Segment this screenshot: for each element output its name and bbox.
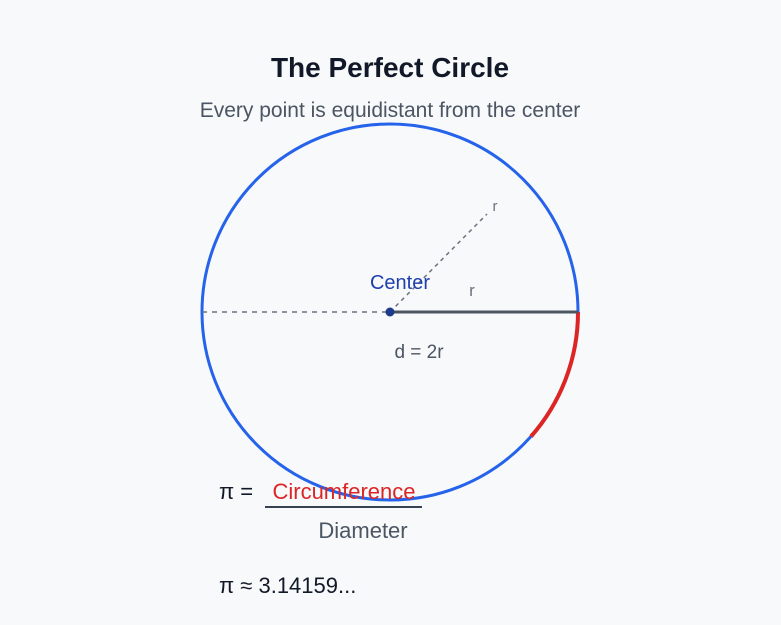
formula-denominator: Diameter (318, 518, 407, 543)
diagonal-radius-label: r (493, 198, 498, 215)
pi-approximation: π ≈ 3.14159... (219, 573, 356, 598)
center-point (385, 307, 395, 317)
formula-numerator: Circumference (272, 479, 415, 504)
pi-equals-label: π = (219, 479, 253, 504)
diameter-label: d = 2r (394, 342, 444, 363)
page-title: The Perfect Circle (271, 52, 509, 83)
diagonal-radius-line (389, 213, 488, 313)
center-label: Center (370, 272, 430, 294)
circumference-arc (529, 311, 581, 438)
page-subtitle: Every point is equidistant from the cent… (200, 99, 581, 122)
radius-label: r (469, 281, 475, 300)
